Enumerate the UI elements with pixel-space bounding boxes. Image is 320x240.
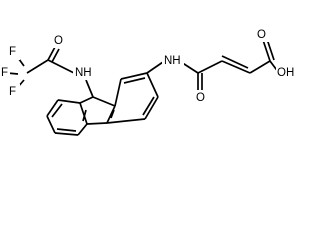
atom-o-amide-right: O xyxy=(196,92,205,104)
atom-oh-acid: OH xyxy=(277,67,294,79)
molecule-structure: F F F O NH NH O O OH xyxy=(0,28,300,136)
atom-o-amide-left: O xyxy=(54,35,63,47)
atom-f-left: F xyxy=(1,67,8,79)
atom-nh-left: NH xyxy=(75,67,92,79)
maleamic-acid-bonds xyxy=(146,38,280,93)
fluorene-bonds xyxy=(46,72,159,136)
atom-f-top: F xyxy=(9,46,16,58)
atom-o-acid: O xyxy=(257,29,266,41)
atom-labels: F F F O NH NH O O OH xyxy=(0,28,300,104)
atom-nh-right: NH xyxy=(164,55,181,67)
atom-f-bottom: F xyxy=(9,86,16,98)
